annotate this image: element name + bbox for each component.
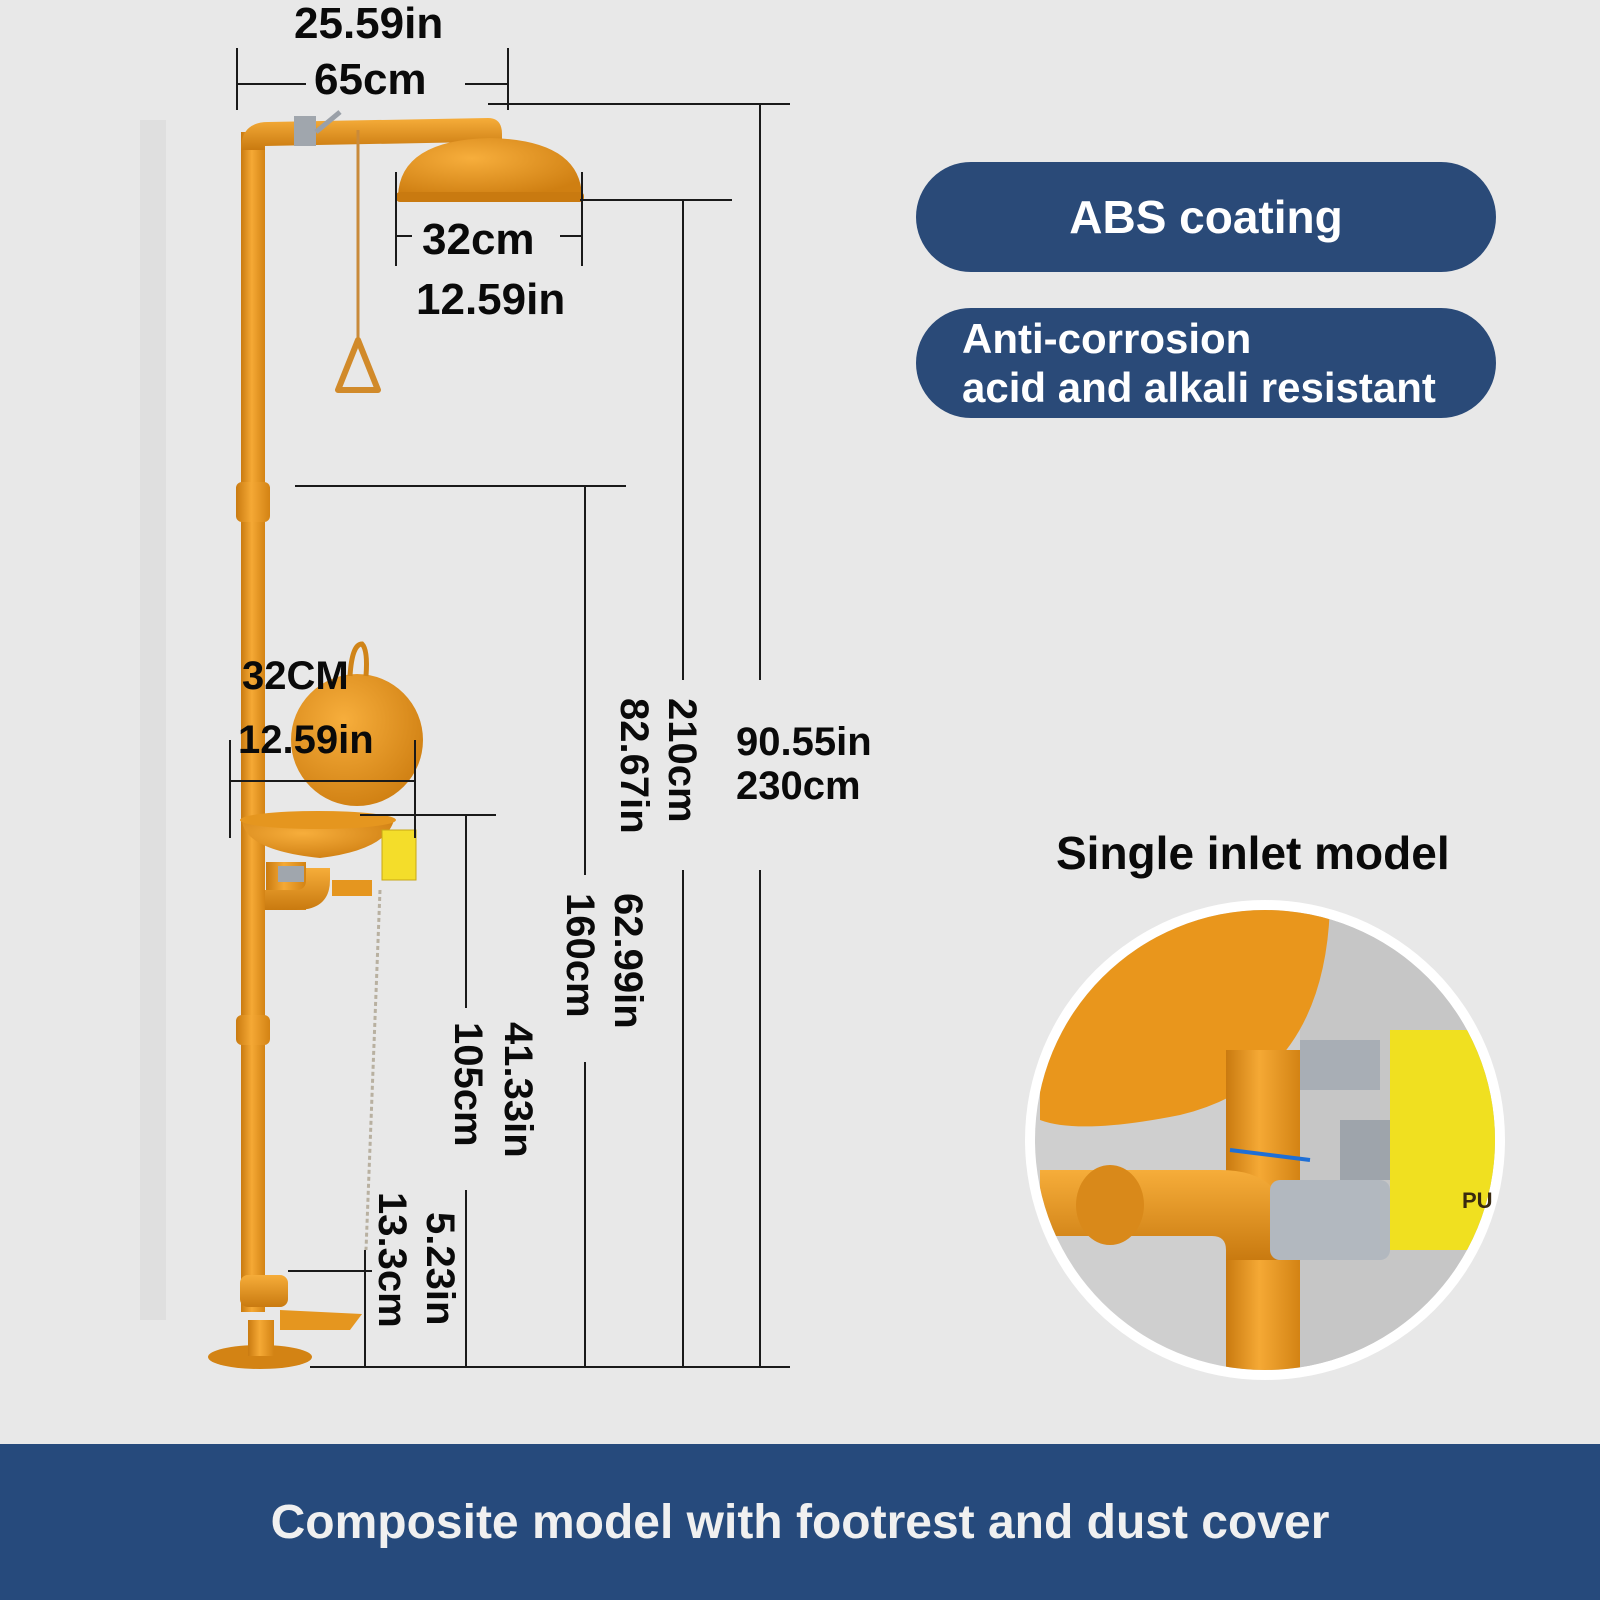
foot-pedal [208, 1275, 362, 1369]
single-inlet-title: Single inlet model [1056, 827, 1450, 879]
shower-height-cm-label: 210cm [660, 698, 704, 823]
bowl-height-in-label: 41.33in [496, 1022, 540, 1158]
anti-corrosion-text: Anti-corrosion [962, 315, 1252, 362]
eyewash-cover-in-label: 12.59in [238, 718, 374, 762]
eyewash-dust-cover [291, 641, 423, 806]
pedal-height-in-label: 5.23in [418, 1212, 462, 1326]
shower-arm [241, 110, 502, 150]
eyewash-cover-cm-label: 32CM [242, 654, 349, 698]
pull-handle [335, 130, 381, 393]
abs-coating-badge: ABS coating [916, 162, 1496, 272]
inset-sign-text: PU [1462, 1188, 1493, 1213]
shower-head [396, 138, 584, 202]
main-pipe [236, 132, 270, 1312]
pedal-height-cm-label: 13.3cm [370, 1192, 414, 1328]
pull-height-in-label: 62.99in [606, 893, 650, 1029]
shower-head-cm-label: 32cm [422, 215, 535, 264]
total-height-cm-label: 230cm [736, 764, 861, 808]
bottom-banner: Composite model with footrest and dust c… [0, 1444, 1600, 1600]
total-height-in-label: 90.55in [736, 720, 872, 764]
dimension-lines [229, 48, 790, 1368]
corrosion-resistance-badge: Anti-corrosion acid and alkali resistant [916, 308, 1496, 418]
acid-alkali-text: acid and alkali resistant [962, 364, 1436, 411]
eyewash-bowl [240, 811, 417, 910]
pull-height-cm-label: 160cm [558, 893, 602, 1018]
abs-coating-text: ABS coating [1069, 191, 1343, 243]
banner-caption: Composite model with footrest and dust c… [270, 1495, 1330, 1549]
single-inlet-inset [1025, 900, 1505, 1380]
wall-shadow [140, 120, 166, 1320]
shower-head-in-label: 12.59in [416, 275, 566, 324]
arm-width-in-label: 25.59in [294, 0, 444, 48]
shower-height-in-label: 82.67in [612, 698, 656, 834]
bowl-height-cm-label: 105cm [446, 1022, 490, 1147]
arm-width-cm-label: 65cm [314, 55, 427, 104]
